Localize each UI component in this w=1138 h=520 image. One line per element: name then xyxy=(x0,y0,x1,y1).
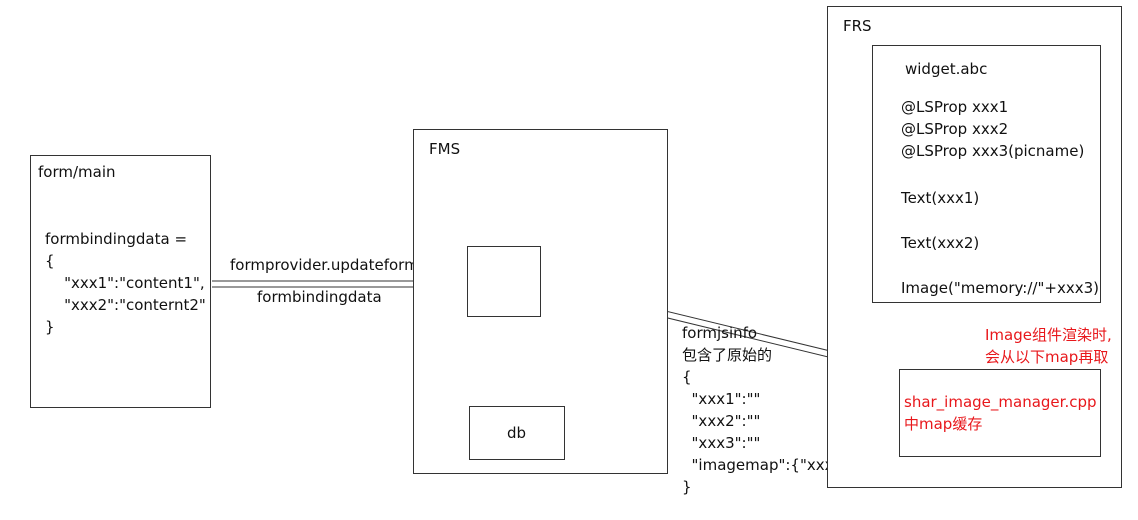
cache-line: shar_image_manager.cpp xyxy=(904,393,1097,411)
formjsinfo-line: formjsinfo xyxy=(682,324,758,342)
payload-label: formbindingdata xyxy=(257,288,382,306)
db-label: db xyxy=(507,424,527,442)
formjsinfo-line: { xyxy=(682,368,692,386)
widget-line: @LSProp xxx1 xyxy=(901,98,1009,116)
formjsinfo-line: "xxx2":"" xyxy=(682,412,761,430)
form-main-code-line: formbindingdata = xyxy=(45,230,188,248)
widget-line: @LSProp xxx3(picname) xyxy=(901,142,1085,160)
db-box: db xyxy=(469,406,565,460)
fms-inner-box xyxy=(467,246,541,317)
widget-line: @LSProp xxx2 xyxy=(901,120,1009,138)
form-main-box: form/main formbindingdata = { "xxx1":"co… xyxy=(30,155,211,408)
widget-box: widget.abc @LSProp xxx1 @LSProp xxx2 @LS… xyxy=(872,45,1101,303)
form-main-title: form/main xyxy=(38,163,116,181)
form-main-code-line: } xyxy=(45,318,55,336)
cache-line: 中map缓存 xyxy=(904,415,983,433)
widget-line: Text(xxx1) xyxy=(901,189,980,207)
formjsinfo-line: 包含了原始的 xyxy=(682,346,773,364)
formjsinfo-line: "xxx1":"" xyxy=(682,390,761,408)
update-call-label: formprovider.updateform(bd) xyxy=(230,256,450,274)
widget-line: widget.abc xyxy=(905,60,988,78)
render-note-line: 会从以下map再取 xyxy=(985,348,1109,366)
render-note-line: Image组件渲染时, xyxy=(985,326,1112,344)
form-main-code-line: "xxx2":"conternt2" xyxy=(45,296,206,314)
widget-line: Text(xxx2) xyxy=(901,234,980,252)
widget-line: Image("memory://"+xxx3) xyxy=(901,279,1099,297)
formjsinfo-line: } xyxy=(682,478,692,496)
frs-title: FRS xyxy=(843,17,872,35)
cache-box: shar_image_manager.cpp 中map缓存 xyxy=(899,369,1101,457)
fms-title: FMS xyxy=(429,140,461,158)
form-main-code-line: { xyxy=(45,252,55,270)
formjsinfo-line: "xxx3":"" xyxy=(682,434,761,452)
form-main-code-line: "xxx1":"content1", xyxy=(45,274,205,292)
